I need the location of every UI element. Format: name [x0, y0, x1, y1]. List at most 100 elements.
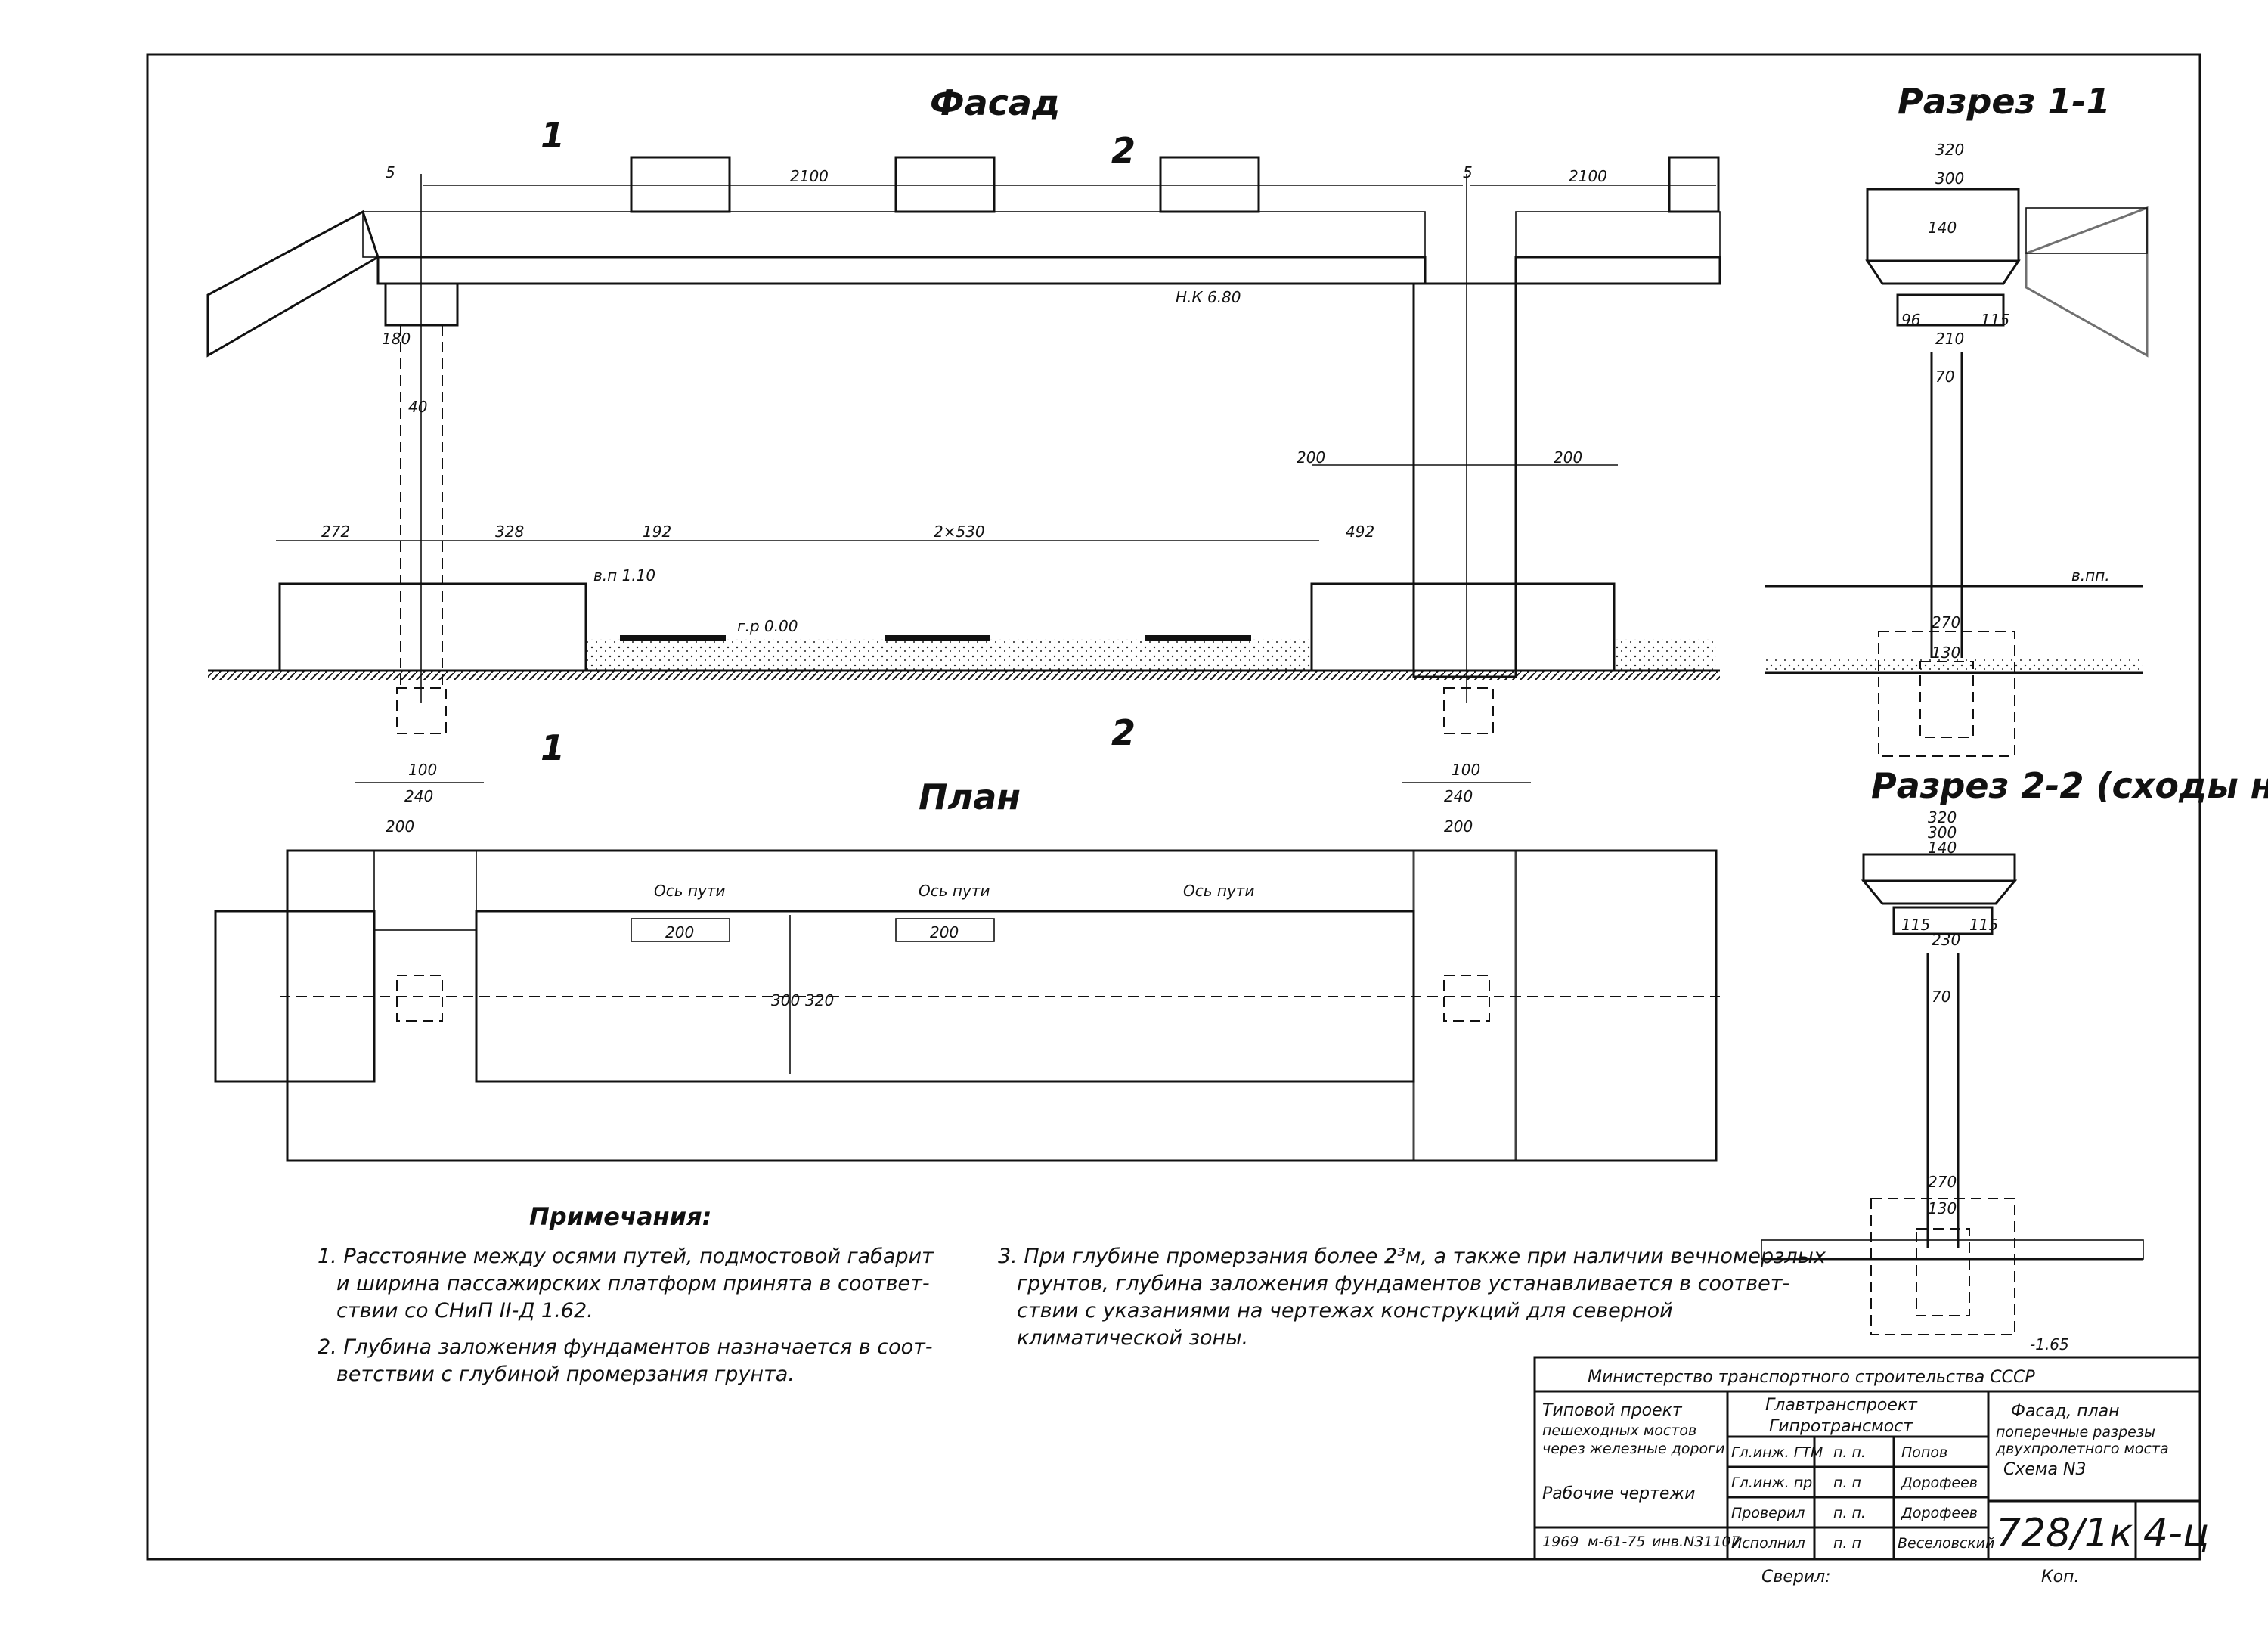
- plan-stair-left: [214, 910, 376, 1083]
- stage: Рабочие чертежи: [1542, 1484, 1696, 1503]
- rail-track: [885, 635, 990, 641]
- org1: Главтранспроект: [1765, 1396, 1918, 1415]
- dim: 270: [1932, 613, 1960, 631]
- level-mark: -1.65: [2030, 1335, 2069, 1354]
- facade-view: Фасад 1 2 5 5 2 1 2100 2100 Н.К 6.80: [206, 82, 1721, 805]
- role-name: Дорофеев: [1901, 1475, 1978, 1491]
- foundation: [1870, 1198, 2015, 1335]
- dim: 180: [382, 330, 411, 348]
- dim: 40: [408, 398, 427, 416]
- section-2-2-title: Разрез 2-2 (сходы не показаны): [1871, 765, 2268, 806]
- role-name: Дорофеев: [1901, 1505, 1978, 1521]
- dim: 2×530: [934, 523, 985, 541]
- stair-left: [206, 209, 380, 358]
- dim: 140: [1928, 219, 1957, 237]
- sheet-title: двухпролетного моста: [1995, 1440, 2169, 1457]
- railing: [362, 211, 1426, 258]
- sheet-number: 4-ц: [2143, 1511, 2209, 1556]
- deck-beam: [1865, 259, 2021, 285]
- dim: 240: [1444, 787, 1473, 805]
- track-axis-label: Ось пути: [919, 882, 990, 900]
- notes-heading: Примечания:: [529, 1202, 711, 1231]
- level-mark: Н.К 6.80: [1176, 288, 1241, 306]
- pier-cap: [1896, 293, 2005, 327]
- plan-stair-block: [373, 850, 477, 931]
- rail-track: [620, 635, 726, 641]
- rail-track: [1145, 635, 1251, 641]
- role-mark: п. п.: [1833, 1505, 1866, 1521]
- dim: 200: [1444, 817, 1473, 836]
- ballast: [1614, 639, 1716, 671]
- plan-stair-right: [1412, 849, 1517, 1162]
- dim: 100: [1452, 761, 1480, 779]
- ministry: Министерство транспортного строительства…: [1588, 1368, 2035, 1387]
- foundation-core: [1916, 1228, 1970, 1316]
- deck: [376, 256, 1427, 285]
- foundation: [1443, 687, 1494, 734]
- dim: 115: [1901, 916, 1930, 934]
- checked-label: Сверил:: [1761, 1568, 1831, 1586]
- section-mark: 2: [1111, 130, 1136, 171]
- note-item: 1. Расстояние между осями путей, подмост…: [318, 1245, 940, 1323]
- ballast: [1765, 658, 2143, 673]
- plan-pier: [396, 975, 443, 1022]
- ground-hatch: [208, 671, 1720, 680]
- dim: 320: [1928, 808, 1957, 826]
- section-1-1-title: Разрез 1-1: [1898, 81, 2110, 122]
- dim: 130: [1928, 1199, 1957, 1217]
- track-axis-label: Ось пути: [654, 882, 725, 900]
- section-1-1-view: Разрез 1-1 320 300 140 96 210 115 70 в.п…: [1765, 81, 2149, 757]
- sheet-title: Фасад, план: [2011, 1402, 2120, 1421]
- level-mark: в.пп.: [2071, 566, 2110, 585]
- notes: Примечания: 1. Расстояние между осями пу…: [318, 1202, 1826, 1386]
- dim: 96: [1901, 311, 1920, 329]
- role-name: Попов: [1901, 1444, 1947, 1461]
- plan-pier: [1443, 975, 1490, 1022]
- dim: 192: [643, 523, 671, 541]
- project-line: Типовой проект: [1542, 1401, 1683, 1420]
- lattice-screen: [1668, 156, 1720, 213]
- dim: 300: [1935, 169, 1964, 188]
- sheet-title: поперечные разрезы: [1996, 1424, 2155, 1440]
- foundation: [396, 687, 447, 734]
- role-name: Веселовский: [1898, 1535, 1994, 1552]
- pier-cap: [1892, 906, 1994, 935]
- dim: 115: [1981, 311, 2009, 329]
- code: м-61-75: [1588, 1534, 1645, 1550]
- role: Гл.инж. пр.: [1731, 1475, 1817, 1491]
- deck-section: [1862, 853, 2016, 882]
- railing: [1515, 211, 1721, 258]
- dim: 240: [404, 787, 433, 805]
- dim: 210: [1935, 330, 1964, 348]
- project-line: пешеходных мостов: [1542, 1422, 1696, 1439]
- dim: 200: [1297, 448, 1325, 467]
- foundation-core: [1919, 661, 1974, 738]
- role-mark: п. п.: [1833, 1444, 1866, 1461]
- dim: 272: [321, 523, 350, 541]
- dim: 300: [1928, 823, 1957, 842]
- dim: 270: [1928, 1173, 1957, 1191]
- role: Гл.инж. ГТМ: [1731, 1444, 1823, 1461]
- plan-outline: [286, 849, 1718, 1162]
- title-block: Министерство транспортного строительства…: [1533, 1356, 2209, 1561]
- facade-title: Фасад: [930, 82, 1060, 123]
- section-mark: 1: [541, 115, 565, 156]
- platform: [278, 582, 587, 672]
- copy-label: Коп.: [2041, 1568, 2079, 1586]
- stair-tower: [1412, 282, 1517, 678]
- sheet-frame: [146, 53, 2201, 1561]
- dim: 300: [771, 991, 800, 1009]
- ballast: [586, 639, 1312, 671]
- stair-right: [2025, 206, 2149, 358]
- dim: 115: [1969, 916, 1998, 934]
- project-line: через железные дороги: [1542, 1440, 1724, 1457]
- dim: 100: [408, 761, 437, 779]
- year: 1969: [1542, 1534, 1579, 1550]
- role-mark: п. п: [1833, 1535, 1861, 1552]
- dim: 230: [1932, 931, 1960, 949]
- dim: 492: [1346, 523, 1374, 541]
- section-mark: 2: [1111, 712, 1136, 753]
- lattice-screen: [894, 156, 996, 213]
- dim: 2100: [790, 167, 829, 185]
- platform: [1310, 582, 1616, 672]
